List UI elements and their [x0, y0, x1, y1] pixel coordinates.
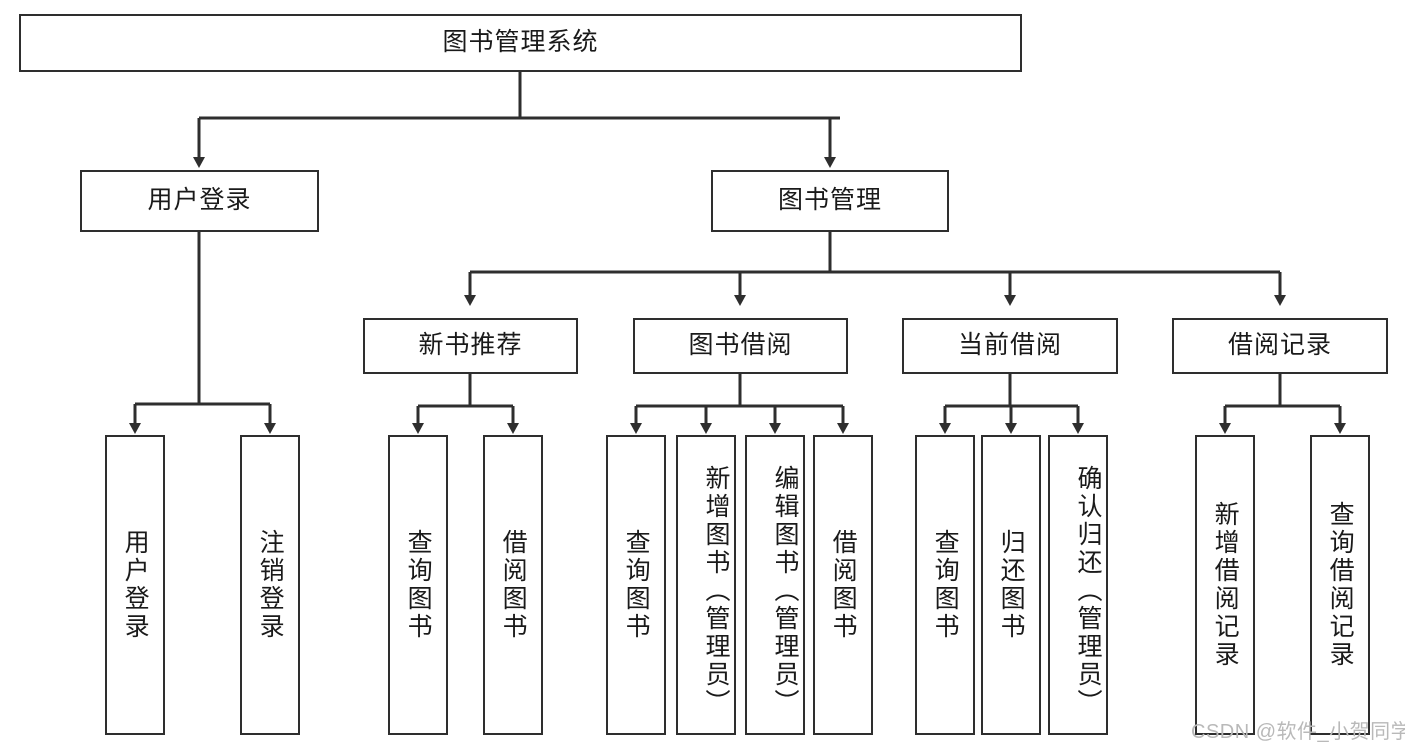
leaf-current-confirm-return-admin[interactable]: 确认归还（管理员） [1048, 435, 1108, 735]
watermark-credit: CSDN @软件_小贺同学 [1191, 721, 1405, 743]
leaf-user-login-login[interactable]: 用户登录 [105, 435, 165, 735]
leaf-user-login-logout[interactable]: 注销登录 [240, 435, 300, 735]
leaf-record-add-borrow-record[interactable]: 新增借阅记录 [1195, 435, 1255, 735]
leaf-new-book-query[interactable]: 查询图书 [388, 435, 448, 735]
node-new-book-recommend[interactable]: 新书推荐 [363, 318, 578, 374]
leaf-current-return-book[interactable]: 归还图书 [981, 435, 1041, 735]
node-book-management[interactable]: 图书管理 [711, 170, 949, 232]
node-user-login[interactable]: 用户登录 [80, 170, 319, 232]
node-book-borrow[interactable]: 图书借阅 [633, 318, 848, 374]
leaf-record-query-borrow-record[interactable]: 查询借阅记录 [1310, 435, 1370, 735]
leaf-new-book-borrow[interactable]: 借阅图书 [483, 435, 543, 735]
node-borrow-record[interactable]: 借阅记录 [1172, 318, 1388, 374]
leaf-borrow-borrow-book[interactable]: 借阅图书 [813, 435, 873, 735]
node-current-borrow[interactable]: 当前借阅 [902, 318, 1118, 374]
leaf-borrow-edit-book-admin[interactable]: 编辑图书（管理员） [745, 435, 805, 735]
leaf-current-query-book[interactable]: 查询图书 [915, 435, 975, 735]
node-root-system[interactable]: 图书管理系统 [19, 14, 1022, 72]
leaf-borrow-add-book-admin[interactable]: 新增图书（管理员） [676, 435, 736, 735]
leaf-borrow-query-book[interactable]: 查询图书 [606, 435, 666, 735]
